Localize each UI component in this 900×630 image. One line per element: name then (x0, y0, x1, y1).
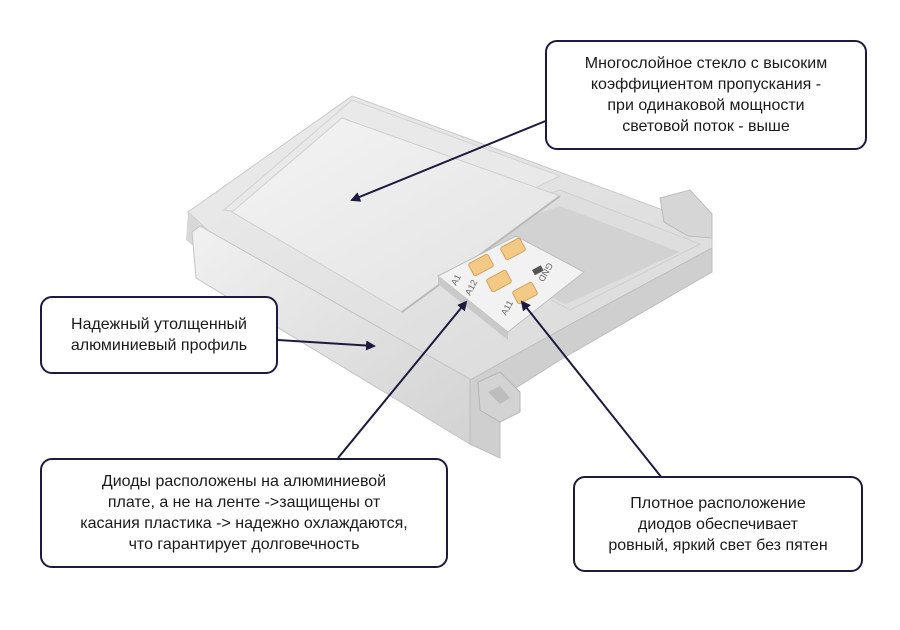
arrow-glass (350, 119, 549, 202)
led-chip (512, 281, 538, 305)
arrow-profile (277, 339, 376, 351)
callout-diodes-line: что гарантирует долговечность (128, 536, 360, 553)
callout-glass-line: при одинаковой мощности (607, 97, 805, 114)
led-pcb-board: GND A12 A11 A1 (437, 235, 585, 340)
callout-diodes: Диоды расположены на алюминиевой плате, … (40, 458, 448, 568)
callout-glass-line: коэффициентом пропускания - (590, 76, 822, 93)
callout-glass-line: Многослойное стекло с высоким (584, 55, 828, 72)
pcb-label-a1: A1 (449, 273, 463, 287)
callout-profile: Надежный утолщенный алюминиевый профиль (40, 296, 278, 374)
callout-arrows (277, 119, 663, 479)
callout-diodes-line: плате, а не на ленте ->защищены от (107, 494, 381, 511)
callout-glass-line: световой поток - выше (622, 118, 790, 135)
callout-dense-line: Плотное расположение (630, 494, 806, 512)
callout-diodes-line: касания пластика -> надежно охлаждаются, (80, 515, 408, 532)
arrow-dense (520, 300, 663, 479)
callout-dense-placement: Плотное расположение диодов обеспечивает… (573, 476, 863, 572)
callout-glass: Многослойное стекло с высоким коэффициен… (545, 40, 867, 150)
callout-profile-line: алюминиевый профиль (70, 337, 248, 354)
callout-profile-line: Надежный утолщенный (71, 316, 247, 333)
callout-dense-line: диодов обеспечивает (638, 515, 798, 533)
callout-dense-line: ровный, яркий свет без пятен (608, 536, 828, 554)
callout-diodes-line: Диоды расположены на алюминиевой (101, 473, 387, 490)
resistor (532, 265, 544, 276)
arrow-diodes (337, 300, 468, 459)
led-chip (500, 237, 526, 261)
led-chip (468, 253, 494, 277)
led-chip (486, 269, 512, 293)
